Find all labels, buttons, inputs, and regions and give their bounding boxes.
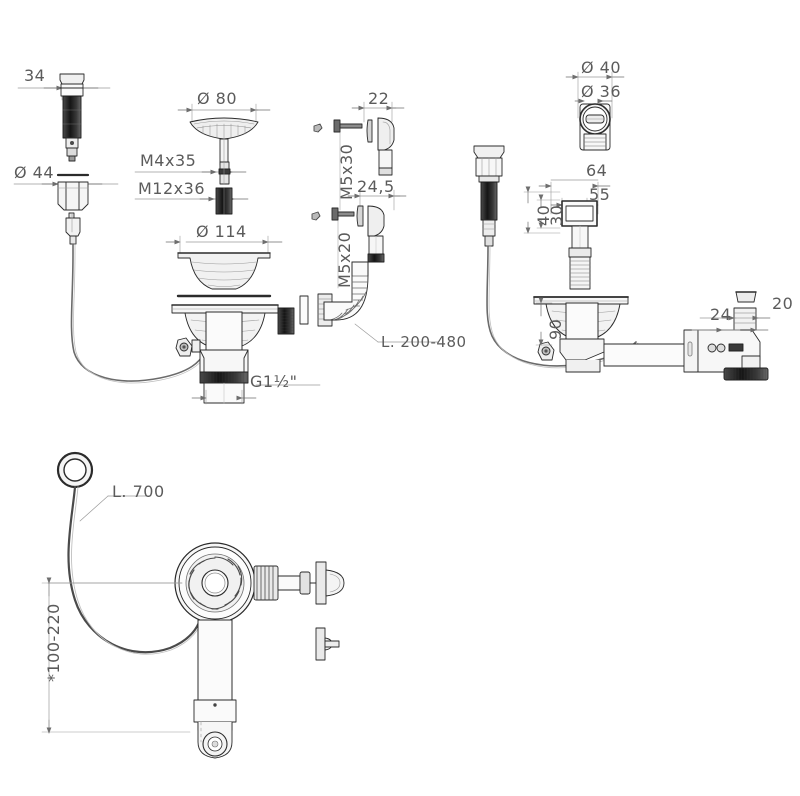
- dim-label-m12x36: M12x36: [138, 179, 205, 198]
- dim-label-100-220: *100-220: [44, 603, 63, 682]
- dim-label-30-vertical: 30: [547, 204, 566, 226]
- dim-label-55: 55: [589, 185, 611, 204]
- dim-label-34: 34: [24, 66, 46, 85]
- dim-label-24-5: 24,5: [357, 177, 395, 196]
- view-top-left-plunger: [13, 73, 208, 384]
- dim-label-m5x30: M5x30: [337, 143, 356, 200]
- dim-label-dia-80: Ø 80: [197, 89, 238, 108]
- dim-label-l-700: L. 700: [112, 482, 165, 501]
- dim-label-g-1-1-2: G1½": [250, 372, 298, 391]
- dim-label-22: 22: [368, 89, 390, 108]
- view-overflow-fittings: [311, 101, 439, 343]
- dim-label-64: 64: [586, 161, 608, 180]
- dim-label-20: 20: [772, 294, 794, 313]
- dim-label-dia-36: Ø 36: [581, 82, 622, 101]
- dim-label-dia-44: Ø 44: [14, 163, 55, 182]
- dim-label-dia-114: Ø 114: [196, 222, 247, 241]
- dim-label-l-200-480: L. 200-480: [381, 333, 467, 351]
- dim-label-dia-40: Ø 40: [581, 58, 622, 77]
- view-strainer-basket: [134, 103, 321, 405]
- dim-label-90-vertical: 90: [546, 318, 565, 340]
- view-right-assembly: [473, 71, 771, 381]
- dim-label-m4x35: M4x35: [140, 151, 197, 170]
- dim-label-24: 24: [710, 305, 732, 324]
- view-bottom-assembly: [41, 451, 345, 759]
- dim-label-m5x20: M5x20: [335, 231, 354, 288]
